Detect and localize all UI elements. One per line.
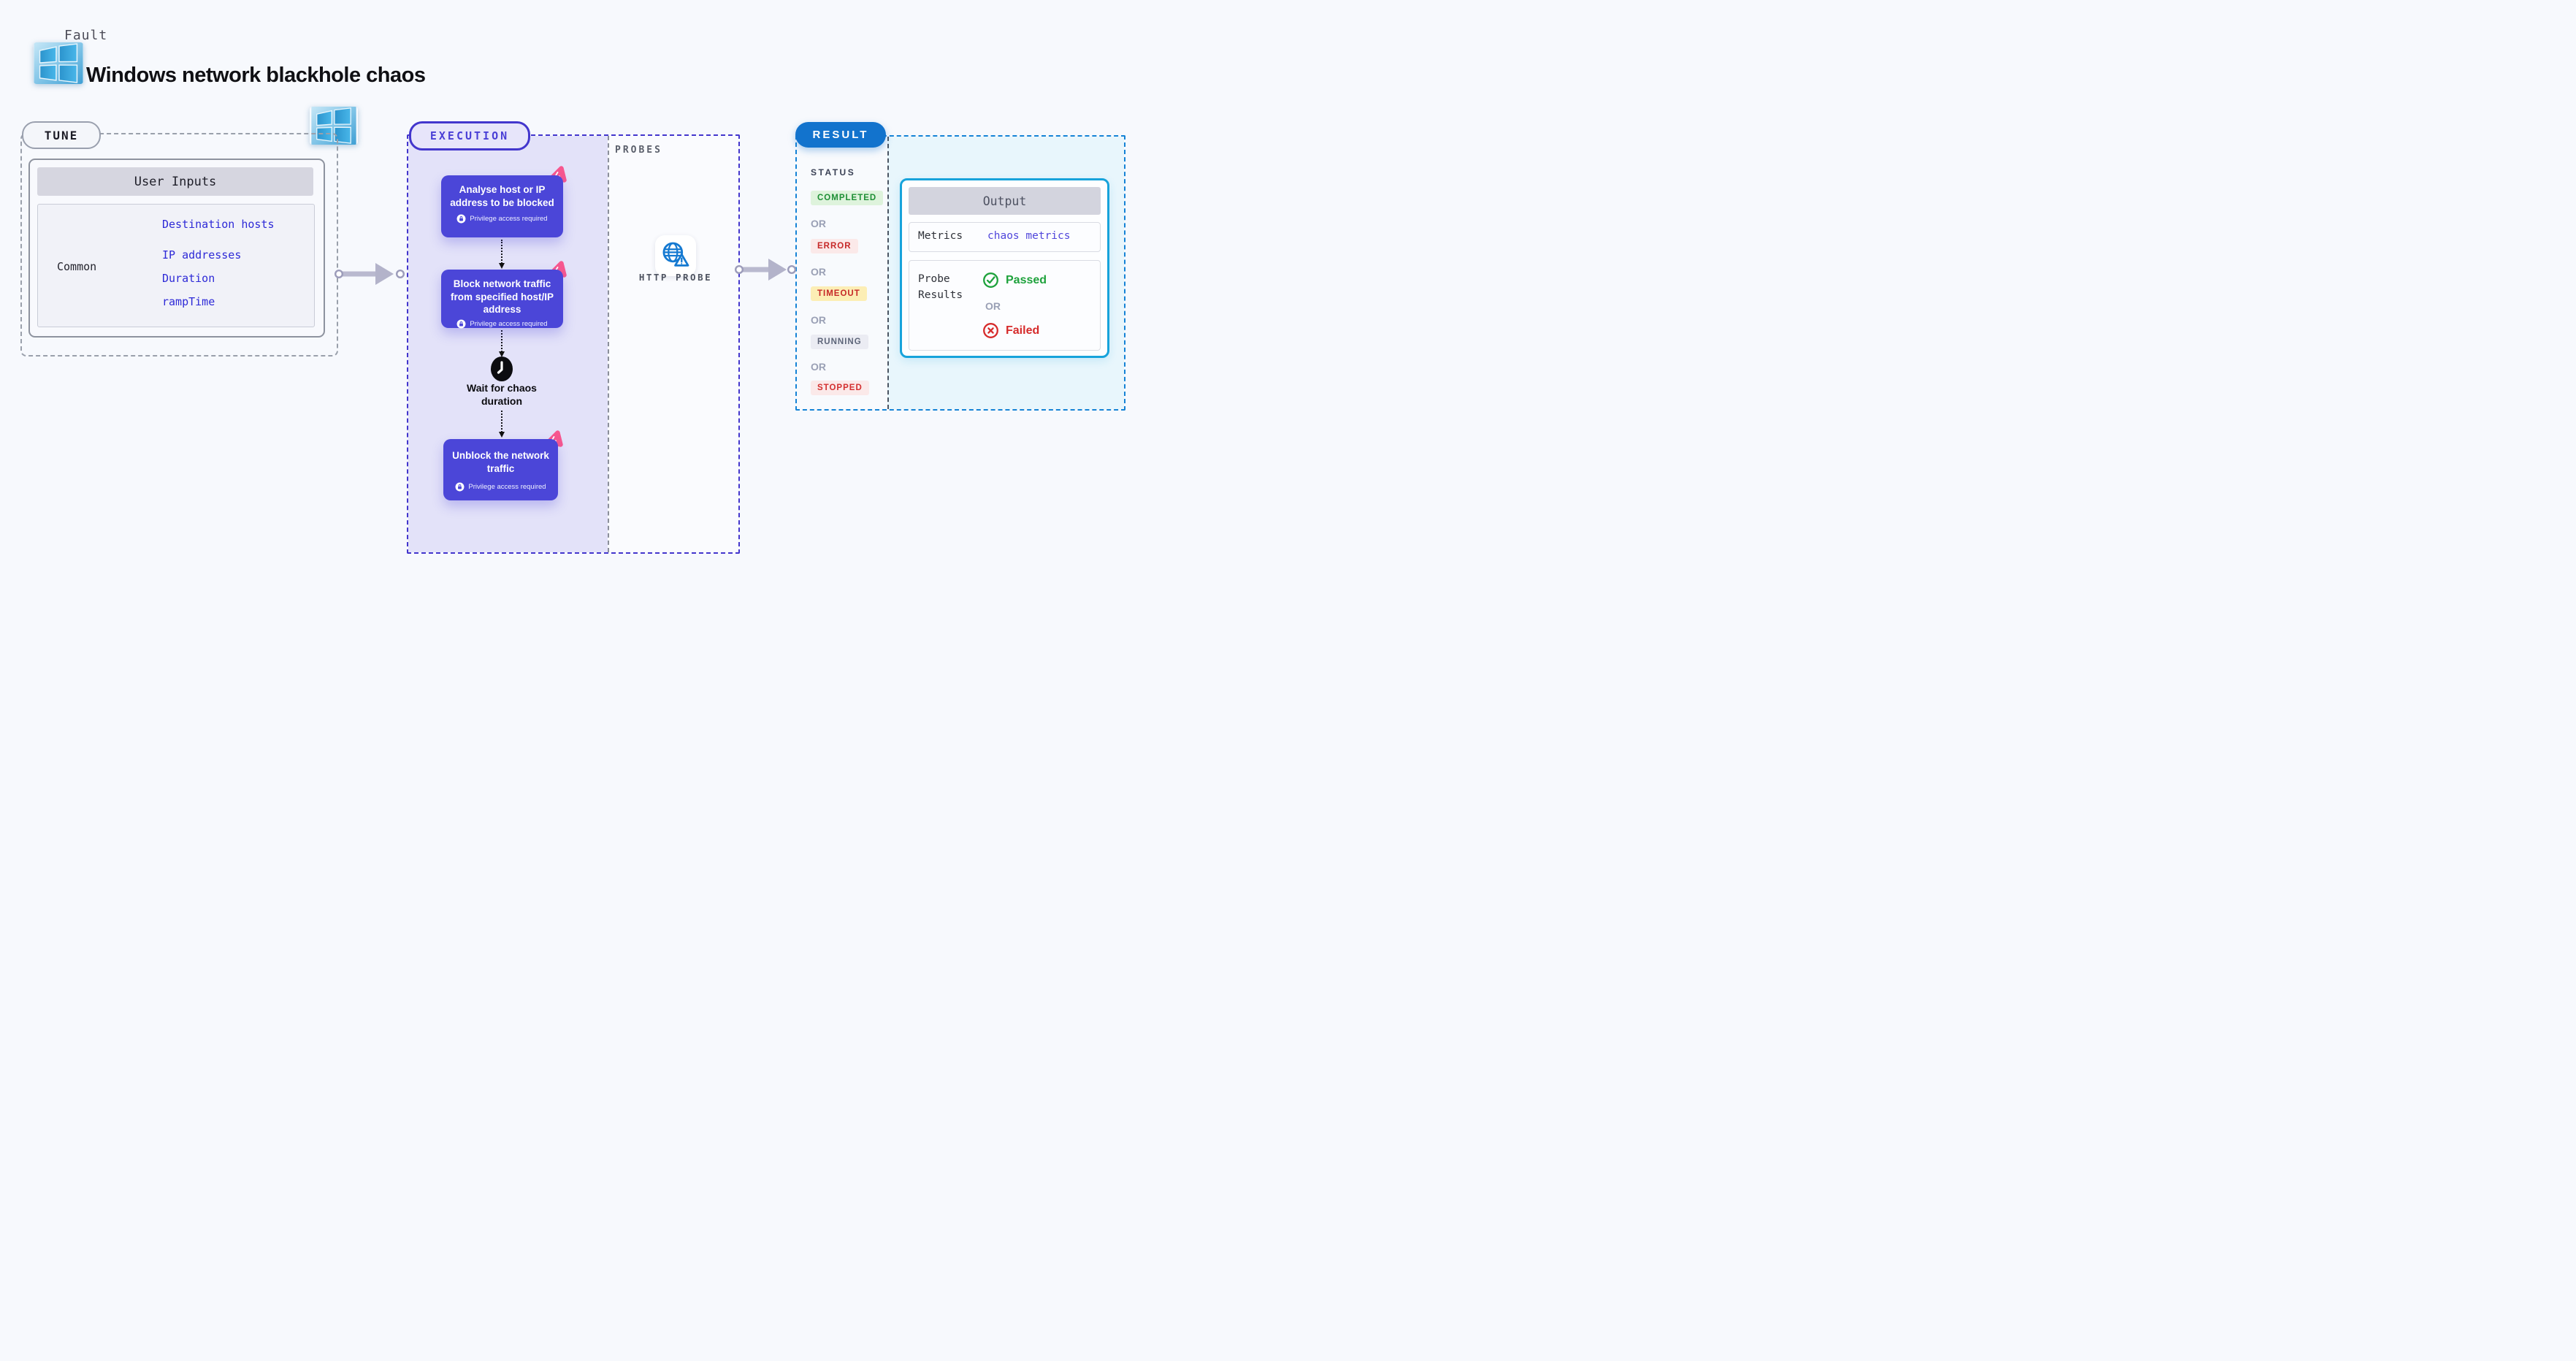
probe-results-row: Probe Results Passed OR Failed [909,260,1101,351]
flow-arrow-down [499,240,505,269]
status-badge-running: RUNNING [811,335,868,349]
lock-icon [455,482,465,492]
http-probe-label: HTTP PROBE [638,272,713,283]
metrics-label: Metrics [918,230,963,242]
link-ramptime[interactable]: rampTime [162,295,215,308]
probe-results-label: Probe Results [918,273,963,301]
or-label: OR [811,361,826,373]
user-inputs-card: User Inputs Common Destination hosts IP … [28,159,325,338]
probes-heading: PROBES [615,145,662,156]
privilege-note: Privilege access required [456,214,548,224]
link-destination-hosts[interactable]: Destination hosts [162,218,275,231]
probes-region [608,136,738,552]
status-badge-stopped: STOPPED [811,381,869,395]
or-label: OR [811,314,826,326]
http-probe-card [655,235,696,276]
diagram-canvas: Fault Windows network blackhole chaos TU… [0,0,1145,605]
metrics-row: Metrics chaos metrics [909,222,1101,252]
chaos-metrics-link[interactable]: chaos metrics [987,230,1071,242]
page-title: Windows network blackhole chaos [86,64,426,88]
status-badge-completed: COMPLETED [811,191,884,205]
step-label: Unblock the network traffic [452,449,549,474]
x-circle-icon [983,323,998,338]
step-unblock-traffic: Unblock the network traffic Privilege ac… [443,439,558,500]
globe-warning-icon [662,242,689,267]
result-separator [887,137,889,409]
output-header: Output [909,187,1101,215]
lock-icon [456,214,466,224]
or-label: OR [985,300,1001,312]
passed-result: Passed [982,272,1047,289]
lock-icon [456,319,466,329]
execution-to-result-arrow [735,259,796,281]
wait-duration-label: Wait for chaos duration [467,382,537,408]
or-label: OR [811,266,826,278]
flow-arrow-down [499,411,505,438]
status-badge-timeout: TIMEOUT [811,286,867,301]
output-card: Output Metrics chaos metrics Probe Resul… [900,178,1109,358]
execution-badge: EXECUTION [409,121,530,150]
failed-result: Failed [982,322,1039,339]
passed-label: Passed [1006,273,1047,286]
status-column-region [797,137,887,409]
user-inputs-header: User Inputs [37,167,313,196]
link-ip-addresses[interactable]: IP addresses [162,248,242,262]
step-analyse-host: Analyse host or IP address to be blocked… [441,175,563,237]
input-links: Destination hosts IP addresses Duration … [162,218,275,308]
status-heading: STATUS [811,167,856,178]
step-block-traffic: Block network traffic from specified hos… [441,270,563,329]
privilege-note: Privilege access required [455,482,546,492]
failed-label: Failed [1006,324,1040,337]
privilege-note: Privilege access required [456,319,548,329]
tune-badge: TUNE [22,121,101,149]
result-badge: RESULT [795,122,886,148]
flow-arrow-down [499,330,505,357]
link-duration[interactable]: Duration [162,272,215,285]
clock-icon [489,355,514,386]
row-label-common: Common [57,260,97,273]
step-label: Analyse host or IP address to be blocked [450,184,554,208]
windows-logo-icon [34,42,83,84]
or-label: OR [811,218,826,229]
check-circle-icon [983,272,998,288]
fault-eyebrow: Fault [64,28,108,43]
tune-section [20,133,338,357]
user-inputs-table: Common Destination hosts IP addresses Du… [37,204,315,327]
step-label: Block network traffic from specified hos… [450,278,554,316]
status-badge-error: ERROR [811,239,858,253]
probes-separator [608,136,609,552]
tune-to-execution-arrow [335,263,405,285]
